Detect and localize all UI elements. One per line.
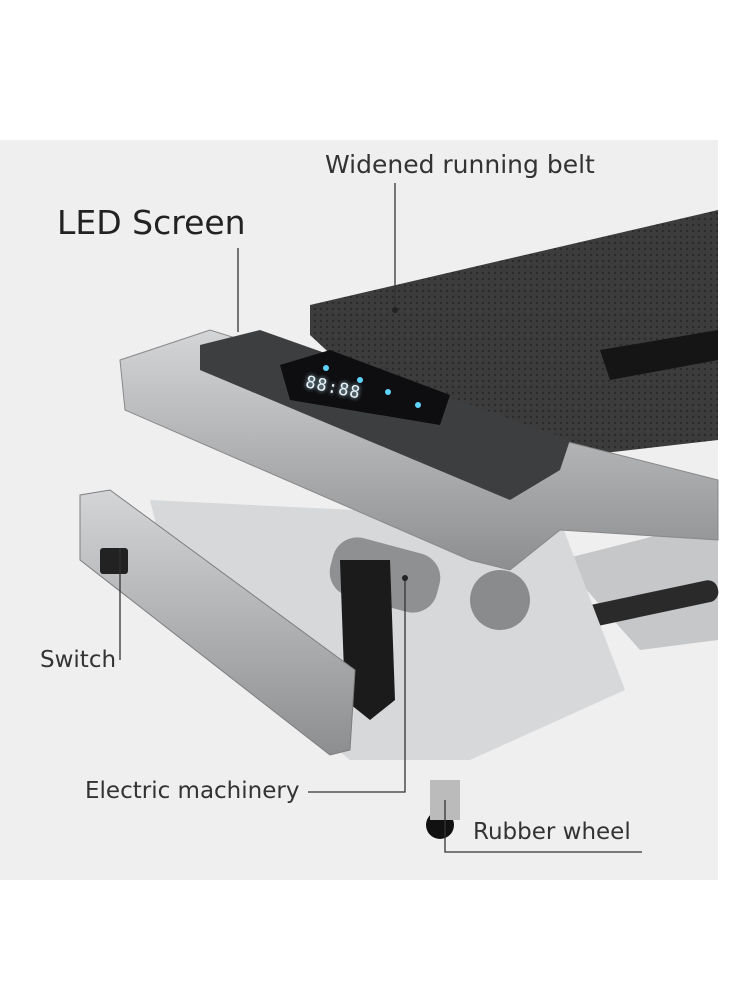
power-switch: [100, 548, 128, 574]
label-electric-machinery: Electric machinery: [85, 778, 300, 804]
leader-lines: [119, 183, 642, 853]
side-rail: [560, 520, 718, 650]
label-rubber-wheel: Rubber wheel: [473, 819, 631, 845]
label-led-screen: LED Screen: [57, 203, 246, 242]
front-cover: [79, 489, 356, 756]
label-running-belt: Widened running belt: [325, 150, 595, 179]
led-screen: [280, 350, 450, 425]
indicator-lights: [323, 365, 421, 408]
label-switch: Switch: [40, 647, 117, 673]
